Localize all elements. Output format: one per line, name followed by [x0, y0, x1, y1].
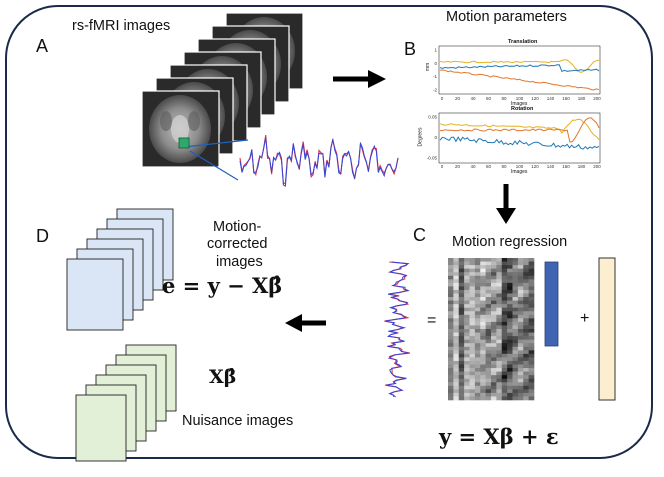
roi-connector-line-bottom [189, 150, 239, 181]
translation-blue-line [439, 64, 600, 73]
residual-epsilon-bar [598, 257, 616, 401]
translation-plot-xlabel: Images [511, 101, 528, 107]
x-tick-label: 100 [516, 96, 524, 101]
fitted-nuisance-term: Xβ̂ [209, 366, 237, 388]
x-tick-label: 60 [486, 164, 492, 169]
x-tick-label: 0 [441, 96, 444, 101]
x-tick-label: 180 [578, 164, 586, 169]
translation-yellow-line [439, 59, 600, 73]
nuisance-image-sheet [75, 394, 127, 462]
fmri-slice [141, 90, 220, 168]
x-tick-label: 0 [441, 164, 444, 169]
design-matrix-x [448, 258, 535, 401]
roi-voxel-marker [178, 137, 190, 149]
panel-c-letter: C [413, 225, 426, 245]
panel-a-letter: A [36, 36, 49, 56]
motion-corrected-image-stack [66, 208, 174, 331]
equals-sign: = [427, 312, 437, 329]
y-tick-label: 1 [434, 48, 437, 53]
motion-corrected-label-line3: images [216, 254, 263, 270]
plus-sign: + [580, 310, 590, 327]
x-tick-label: 180 [578, 96, 586, 101]
y-tick-label: 0 [434, 135, 437, 140]
translation-plot-title: Translation [508, 39, 538, 45]
translation-orange-line [439, 69, 600, 91]
panel-c-title: Motion regression [452, 234, 568, 250]
x-tick-label: 140 [547, 164, 555, 169]
corrected-image-sheet [66, 258, 124, 331]
y-tick-label: -0.05 [427, 156, 438, 161]
translation-plot: 0 20 40 60 80 100 120 140 160 180 200 1 0 -1 -2 [433, 45, 601, 101]
translation-plot-ylabel: mm [425, 62, 432, 72]
observed-signal-y [384, 261, 411, 398]
rotation-blue-line [439, 136, 600, 150]
panel-d-letter: D [36, 226, 49, 246]
arrow-c-to-d [285, 314, 326, 332]
x-tick-label: 100 [516, 164, 524, 169]
y-tick-label: -1 [433, 74, 437, 79]
x-tick-label: 40 [470, 164, 476, 169]
panel-b-title: Motion parameters [446, 9, 567, 25]
rotation-plot-ylabel: Degrees [417, 127, 424, 147]
y-tick-label: -2 [433, 88, 437, 93]
x-tick-label: 40 [470, 96, 476, 101]
fmri-slice-stack [141, 12, 304, 168]
x-tick-label: 120 [531, 164, 539, 169]
panel-a-title: rs-fMRI images [72, 18, 171, 34]
x-tick-label: 20 [455, 164, 461, 169]
arrow-b-to-c [496, 184, 516, 224]
x-tick-label: 140 [547, 96, 555, 101]
voxel-time-series [239, 135, 399, 187]
time-series-blue-trace [239, 137, 399, 187]
y-tick-label: 0.05 [428, 115, 437, 120]
nuisance-image-stack [75, 344, 177, 462]
rotation-plot-xlabel: Images [511, 169, 528, 175]
x-tick-label: 200 [593, 164, 601, 169]
arrow-a-to-b [333, 70, 386, 88]
rotation-yellow-line [439, 118, 600, 141]
rotation-plot-axes [438, 112, 601, 164]
x-tick-label: 160 [562, 96, 570, 101]
residual-equation: e = y − Xβ̂ [162, 273, 283, 298]
panel-b-letter: B [404, 39, 417, 59]
y-tick-label: 0 [434, 61, 437, 66]
regression-equation: y = Xβ + ε [439, 424, 559, 449]
x-tick-label: 80 [501, 164, 507, 169]
translation-plot-axes [438, 45, 601, 95]
x-tick-label: 60 [486, 96, 492, 101]
x-tick-label: 160 [562, 164, 570, 169]
rotation-plot-title: Rotation [511, 106, 534, 112]
motion-corrected-label-line1: Motion- [213, 219, 262, 235]
nuisance-images-label: Nuisance images [182, 413, 294, 429]
motion-corrected-label-line2: corrected [207, 236, 268, 252]
roi-connector-line-top [183, 139, 249, 148]
x-tick-label: 200 [593, 96, 601, 101]
beta-coefficient-bar [544, 261, 559, 347]
x-tick-label: 120 [531, 96, 539, 101]
x-tick-label: 20 [455, 96, 461, 101]
x-tick-label: 80 [501, 96, 507, 101]
rotation-orange-line [439, 117, 600, 143]
observed-signal-blue-trace [385, 261, 410, 398]
